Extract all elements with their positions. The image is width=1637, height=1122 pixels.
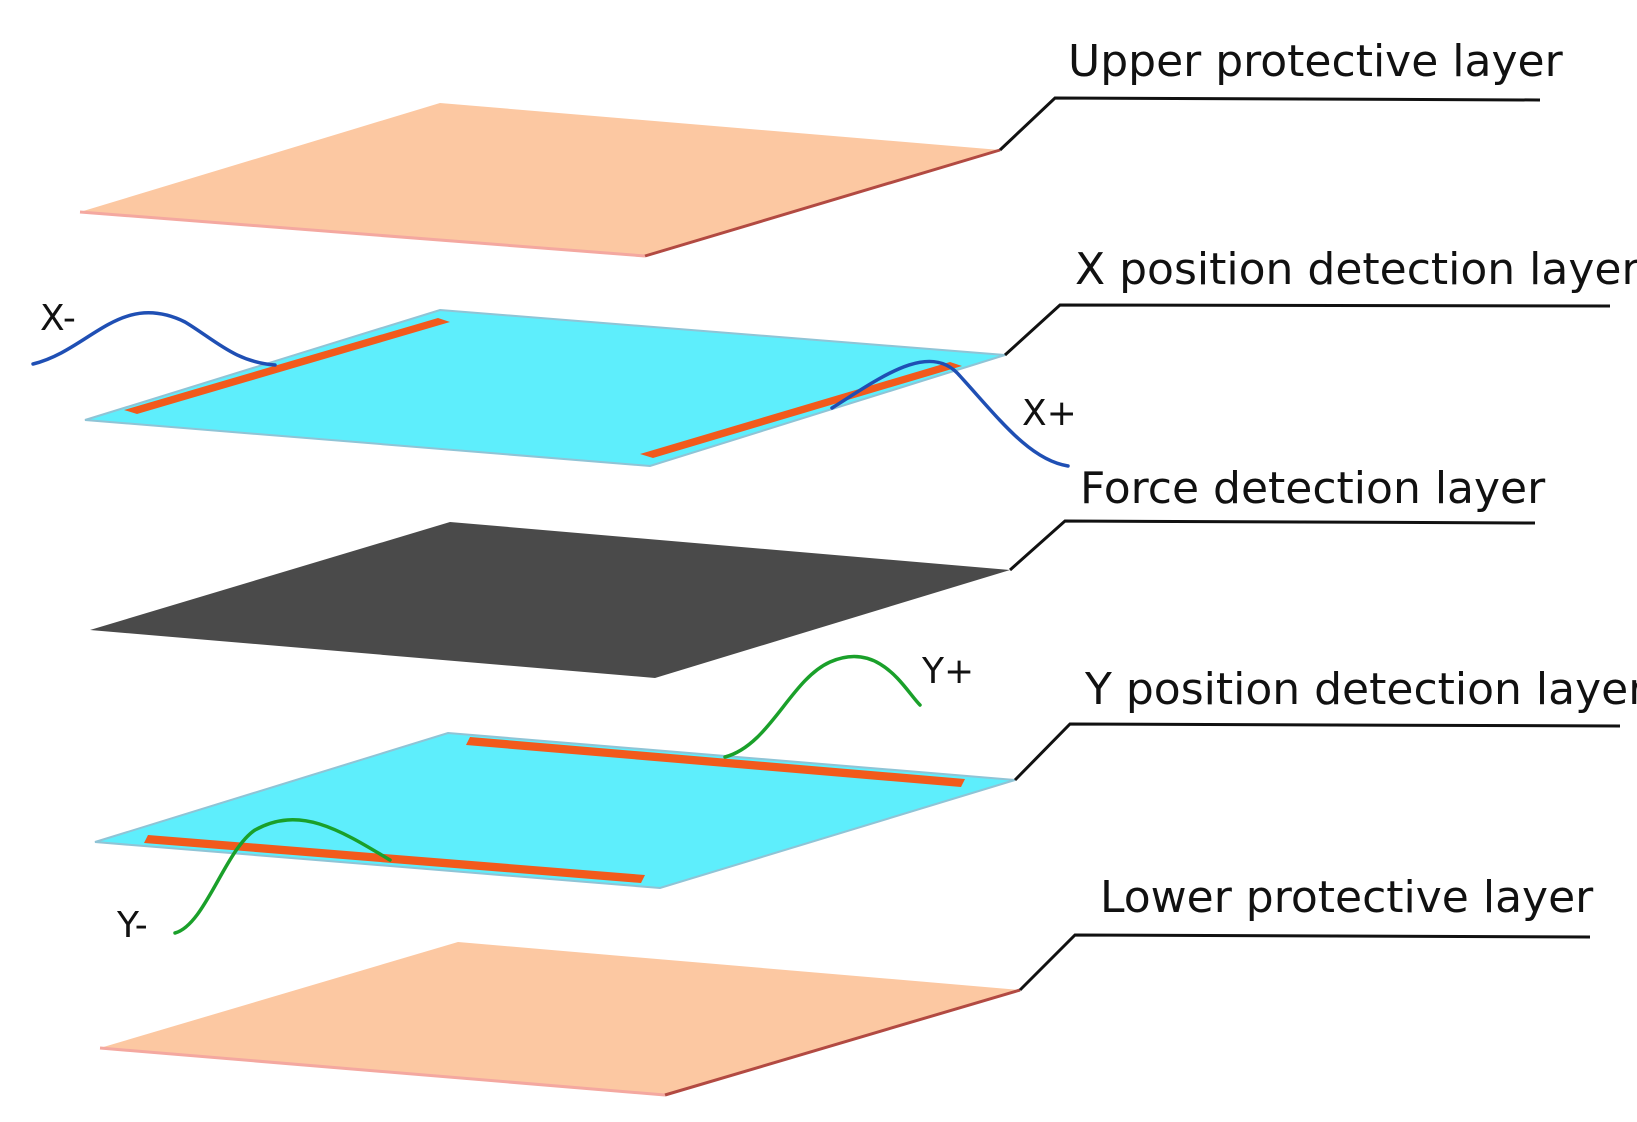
y-minus-electrode [144, 835, 645, 883]
x-plus-electrode [640, 362, 962, 458]
x-plus-wire [830, 359, 1070, 468]
lower-layer-label: Lower protective layer [1100, 872, 1594, 923]
upper-layer-label: Upper protective layer [1068, 36, 1564, 87]
y-position-detection-layer [94, 654, 1016, 935]
lower-protective-sheet [100, 942, 1020, 1095]
upper-protective-sheet [80, 103, 1000, 256]
x-position-detection-layer [31, 308, 1070, 468]
y-plus-electrode [466, 737, 965, 787]
y-minus-label: Y- [116, 905, 148, 946]
force-detection-layer [90, 522, 1010, 678]
lower-protective-layer [99, 942, 1021, 1097]
lower-protective-front-edge [99, 1046, 666, 1097]
upper-protective-layer [79, 103, 1001, 258]
lower-protective-side-edge [664, 988, 1021, 1097]
force-layer-label: Force detection layer [1080, 463, 1546, 514]
upper-protective-front-edge [79, 210, 646, 258]
lower-layer-leader-line [1018, 933, 1591, 992]
x-layer-label: X position detection layer [1075, 244, 1637, 295]
y-plus-wire [723, 654, 922, 759]
x-detection-sheet [84, 308, 1006, 468]
y-minus-wire [173, 818, 392, 935]
x-minus-electrode [124, 318, 450, 414]
y-layer-label: Y position detection layer [1084, 664, 1637, 715]
force-detection-sheet [90, 522, 1010, 678]
x-minus-label: X- [40, 298, 76, 339]
leader-lines [998, 96, 1621, 992]
x-minus-wire [31, 310, 277, 367]
upper-layer-leader-line [998, 96, 1541, 152]
x-plus-label: X+ [1022, 393, 1077, 434]
x-layer-leader-line [1003, 303, 1611, 357]
upper-protective-side-edge [644, 148, 1001, 258]
force-layer-leader-line [1009, 519, 1536, 572]
y-layer-leader-line [1013, 722, 1621, 782]
y-plus-label: Y+ [921, 651, 974, 692]
y-detection-sheet [94, 731, 1016, 890]
